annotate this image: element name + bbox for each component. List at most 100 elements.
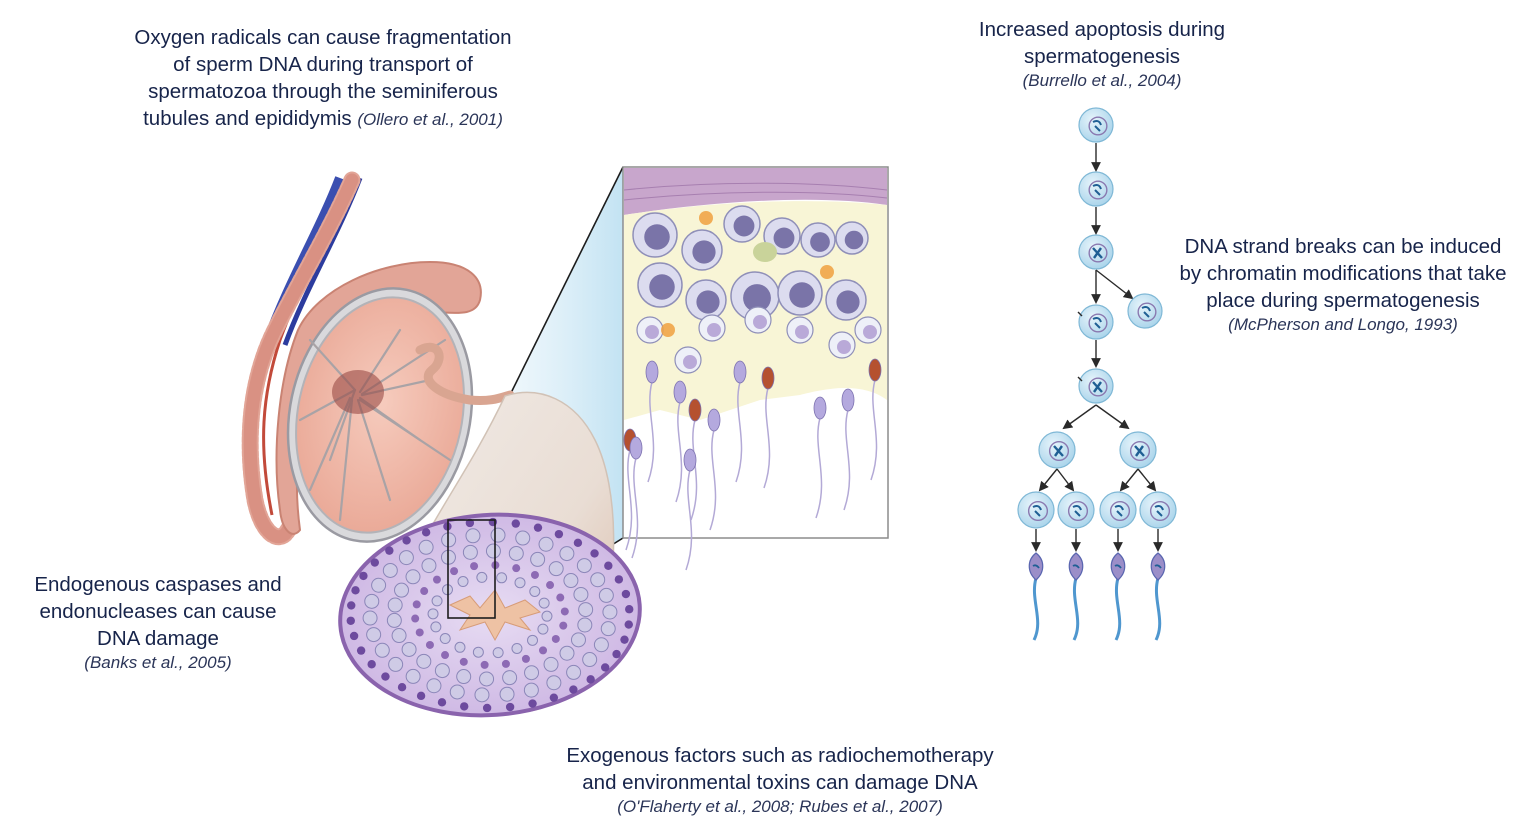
tubule-cell bbox=[573, 538, 583, 548]
tubule-cell bbox=[465, 518, 475, 528]
cell bbox=[1017, 491, 1055, 529]
chromatin bbox=[1092, 120, 1102, 132]
tubule-cell bbox=[528, 699, 537, 708]
spermatid-nucleus bbox=[683, 355, 697, 369]
tubule-cell bbox=[502, 670, 518, 686]
tubule-cell bbox=[546, 675, 562, 691]
annotation-line: spermatozoa through the seminiferous bbox=[148, 80, 498, 103]
tubule-cell bbox=[548, 561, 564, 577]
tubule-cell bbox=[556, 593, 565, 602]
tubule-cell bbox=[421, 558, 437, 574]
sperm-head bbox=[707, 408, 721, 432]
germ-cell-nucleus bbox=[773, 227, 795, 249]
annotation-line: and environmental toxins can damage DNA bbox=[582, 771, 978, 794]
citation: (Banks et al., 2005) bbox=[84, 653, 232, 672]
annotation-line: DNA damage bbox=[97, 627, 219, 650]
tubule-cell bbox=[614, 575, 624, 584]
tubule-cell bbox=[388, 656, 404, 672]
germ-cell-nucleus bbox=[836, 290, 860, 314]
tubule-cell bbox=[449, 684, 465, 700]
tubule-cell bbox=[394, 582, 410, 598]
tubule-cell bbox=[411, 614, 420, 623]
tubule-cell bbox=[538, 597, 550, 609]
tubule-cell bbox=[560, 607, 569, 616]
tubule-cell bbox=[437, 698, 447, 707]
sperm-head bbox=[1110, 552, 1126, 581]
tubule-cell bbox=[543, 656, 559, 672]
germ-cell-nucleus bbox=[692, 240, 716, 264]
sperm-head bbox=[1068, 552, 1084, 581]
sperm-head bbox=[761, 366, 775, 390]
tubule-cell bbox=[366, 627, 382, 643]
tubule-cell bbox=[351, 586, 360, 595]
chromatin bbox=[1092, 184, 1102, 196]
chromatin bbox=[1092, 317, 1102, 329]
cell bbox=[1078, 304, 1114, 340]
sperm-head bbox=[1028, 552, 1044, 581]
tubule-cell bbox=[554, 529, 564, 539]
annotation-apoptosis: Increased apoptosis during spermatogenes… bbox=[942, 16, 1262, 92]
sperm-tail bbox=[1032, 577, 1040, 641]
residual-body bbox=[661, 323, 675, 337]
inset-cells bbox=[632, 205, 882, 374]
sperm-tail bbox=[1154, 577, 1162, 641]
vas-deferens bbox=[241, 171, 361, 546]
annotation-line: Endogenous caspases and bbox=[34, 573, 282, 596]
tubule-cell bbox=[434, 663, 450, 679]
tubule-cell bbox=[620, 635, 629, 644]
spermatid-nucleus bbox=[707, 323, 721, 337]
tubule-cell bbox=[624, 620, 633, 629]
sperm-tail bbox=[709, 429, 717, 531]
tubule-cell bbox=[602, 604, 618, 620]
tubule-cell bbox=[515, 530, 531, 546]
tubule-cell bbox=[559, 645, 575, 661]
germ-cell-nucleus bbox=[810, 232, 830, 252]
annotation-line: of sperm DNA during transport of bbox=[173, 53, 473, 76]
annotation-caspases: Endogenous caspases and endonucleases ca… bbox=[8, 571, 308, 674]
spermatid-nucleus bbox=[795, 325, 809, 339]
zoom-region-box bbox=[447, 519, 496, 619]
tubule-cell bbox=[480, 660, 489, 669]
tubule-cell bbox=[593, 637, 609, 653]
tubule-cell bbox=[425, 640, 434, 649]
tubule-cell bbox=[371, 577, 387, 593]
tubule-cell bbox=[546, 581, 555, 590]
annotation-line: spermatogenesis bbox=[1023, 45, 1181, 68]
tubule-cell bbox=[405, 569, 421, 585]
sperm-tail bbox=[625, 449, 633, 551]
tubule-cell bbox=[570, 632, 586, 648]
sperm-head bbox=[1150, 552, 1166, 581]
nucleus bbox=[1088, 313, 1108, 333]
tubule-cell bbox=[460, 702, 469, 711]
tubule-cell bbox=[559, 621, 568, 630]
tubule-cell bbox=[530, 551, 546, 567]
tubule-cell bbox=[511, 642, 523, 654]
tubule-cell bbox=[586, 675, 595, 684]
sperm-head bbox=[683, 448, 697, 472]
annotation-line: by chromatin modifications that take bbox=[1179, 262, 1507, 285]
annotation-line: Exogenous factors such as radiochemother… bbox=[566, 744, 994, 767]
sperm-tail bbox=[870, 379, 878, 481]
tubule-cell bbox=[459, 657, 468, 666]
sperm-tail bbox=[647, 381, 655, 483]
nucleus bbox=[1048, 440, 1070, 462]
chromosome bbox=[1092, 247, 1103, 259]
tubule-cell bbox=[541, 610, 553, 622]
tubule-cell bbox=[600, 621, 616, 637]
tubule-cell bbox=[604, 561, 613, 570]
tubule-cell bbox=[523, 682, 539, 698]
tubule-cell bbox=[476, 571, 488, 583]
annotation-strand-breaks: DNA strand breaks can be induced by chro… bbox=[1148, 233, 1538, 336]
arrow bbox=[1062, 404, 1097, 430]
nucleus bbox=[1149, 500, 1171, 522]
citation: (Burrello et al., 2004) bbox=[1022, 71, 1182, 90]
nucleus bbox=[1088, 377, 1108, 397]
tubule-cell bbox=[496, 572, 508, 584]
tubule-cell bbox=[382, 562, 398, 578]
inset-sperm bbox=[623, 358, 882, 571]
arrow bbox=[1056, 468, 1075, 492]
tubule-cell bbox=[432, 575, 441, 584]
tubule-cell bbox=[421, 528, 431, 537]
nucleus bbox=[1129, 440, 1151, 462]
